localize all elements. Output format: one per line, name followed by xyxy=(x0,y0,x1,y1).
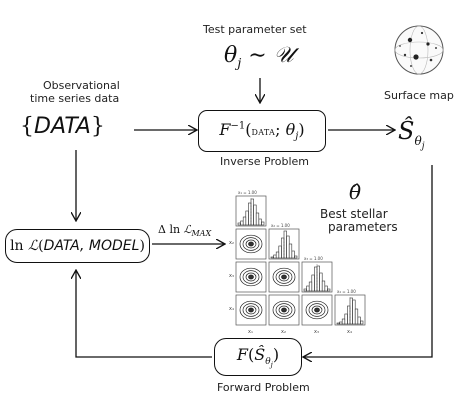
contour xyxy=(275,303,293,317)
contour xyxy=(314,307,320,313)
histogram-bar xyxy=(291,250,295,259)
arrow-forward-to-likelihood xyxy=(76,271,212,358)
corner-panel xyxy=(235,294,267,326)
panel-title: x₃ = 1.00 xyxy=(304,256,323,261)
parameters-label: parameters xyxy=(328,220,398,234)
contour xyxy=(239,300,263,320)
observational-label: Observational xyxy=(43,79,120,92)
likelihood-formula: ln ℒ(DATA, MODEL) xyxy=(10,238,145,254)
histogram-bar xyxy=(327,288,331,292)
contour xyxy=(239,234,263,254)
histogram-bar xyxy=(294,255,298,259)
axis-label: x₄ xyxy=(229,306,234,312)
test-parameter-title: Test parameter set xyxy=(203,23,307,36)
contour xyxy=(245,239,257,249)
inverse-formula: F−1(data; θj) xyxy=(219,119,305,143)
contour xyxy=(275,270,293,284)
contour xyxy=(311,305,323,315)
contour xyxy=(272,300,296,320)
contour xyxy=(239,267,263,287)
axis-label: x₂ xyxy=(281,329,286,335)
best-theta-symbol: θ̂ xyxy=(349,180,362,204)
forward-problem-box: F(Ŝθj) xyxy=(214,338,302,376)
histogram-bar xyxy=(324,285,328,292)
contour xyxy=(305,300,329,320)
corner-plot: x₁ = 1.00 x₂ x₂ = 1.00 x₃ x₃ = 1.00 x₁ x₄ x₂ x₃ x… xyxy=(229,190,366,335)
surface-map-caption: Surface map xyxy=(384,89,454,102)
histogram-bar xyxy=(354,308,359,325)
contour xyxy=(281,274,287,280)
axis-label: x₂ xyxy=(229,240,234,246)
contour xyxy=(242,270,260,284)
arrow-surface-to-forward xyxy=(304,165,433,357)
contour xyxy=(248,274,254,280)
forward-problem-caption: Forward Problem xyxy=(217,381,310,394)
panel-title: x₁ = 1.00 xyxy=(238,190,257,195)
delta-lnl-label: Δ ln ℒMAX xyxy=(158,223,212,239)
axis-label: x₃ xyxy=(314,329,319,335)
forward-formula: F(Ŝθj) xyxy=(236,345,280,369)
contour xyxy=(278,305,290,315)
surface-map-image xyxy=(394,25,444,75)
contour xyxy=(245,305,257,315)
contour xyxy=(242,237,260,251)
contour xyxy=(281,307,287,313)
panel-title: x₄ = 1.00 xyxy=(337,289,356,294)
time-series-label: time series data xyxy=(30,92,120,105)
panel-title: x₂ = 1.00 xyxy=(271,223,290,228)
contour xyxy=(248,241,254,247)
contour xyxy=(248,307,254,313)
likelihood-box: ln ℒ(DATA, MODEL) xyxy=(5,229,150,263)
contour xyxy=(308,303,326,317)
axis-label: x₁ xyxy=(248,329,253,335)
inverse-problem-box: F−1(data; θj) xyxy=(198,110,326,152)
histogram-bar xyxy=(357,316,361,325)
contour xyxy=(242,303,260,317)
axis-label: x₃ xyxy=(229,273,234,279)
best-stellar-label: Best stellar xyxy=(320,207,388,221)
contour xyxy=(272,267,296,287)
inverse-problem-caption: Inverse Problem xyxy=(220,155,309,168)
contour xyxy=(245,272,257,282)
test-parameter-formula: θj ∼ 𝒰 xyxy=(224,43,294,72)
data-symbol: {DATA} xyxy=(20,114,105,139)
axis-label: x₄ xyxy=(347,329,352,335)
surface-symbol: Ŝθj xyxy=(398,117,425,152)
histogram-bar xyxy=(261,221,265,226)
histogram-bar xyxy=(360,320,364,325)
contour xyxy=(278,272,290,282)
